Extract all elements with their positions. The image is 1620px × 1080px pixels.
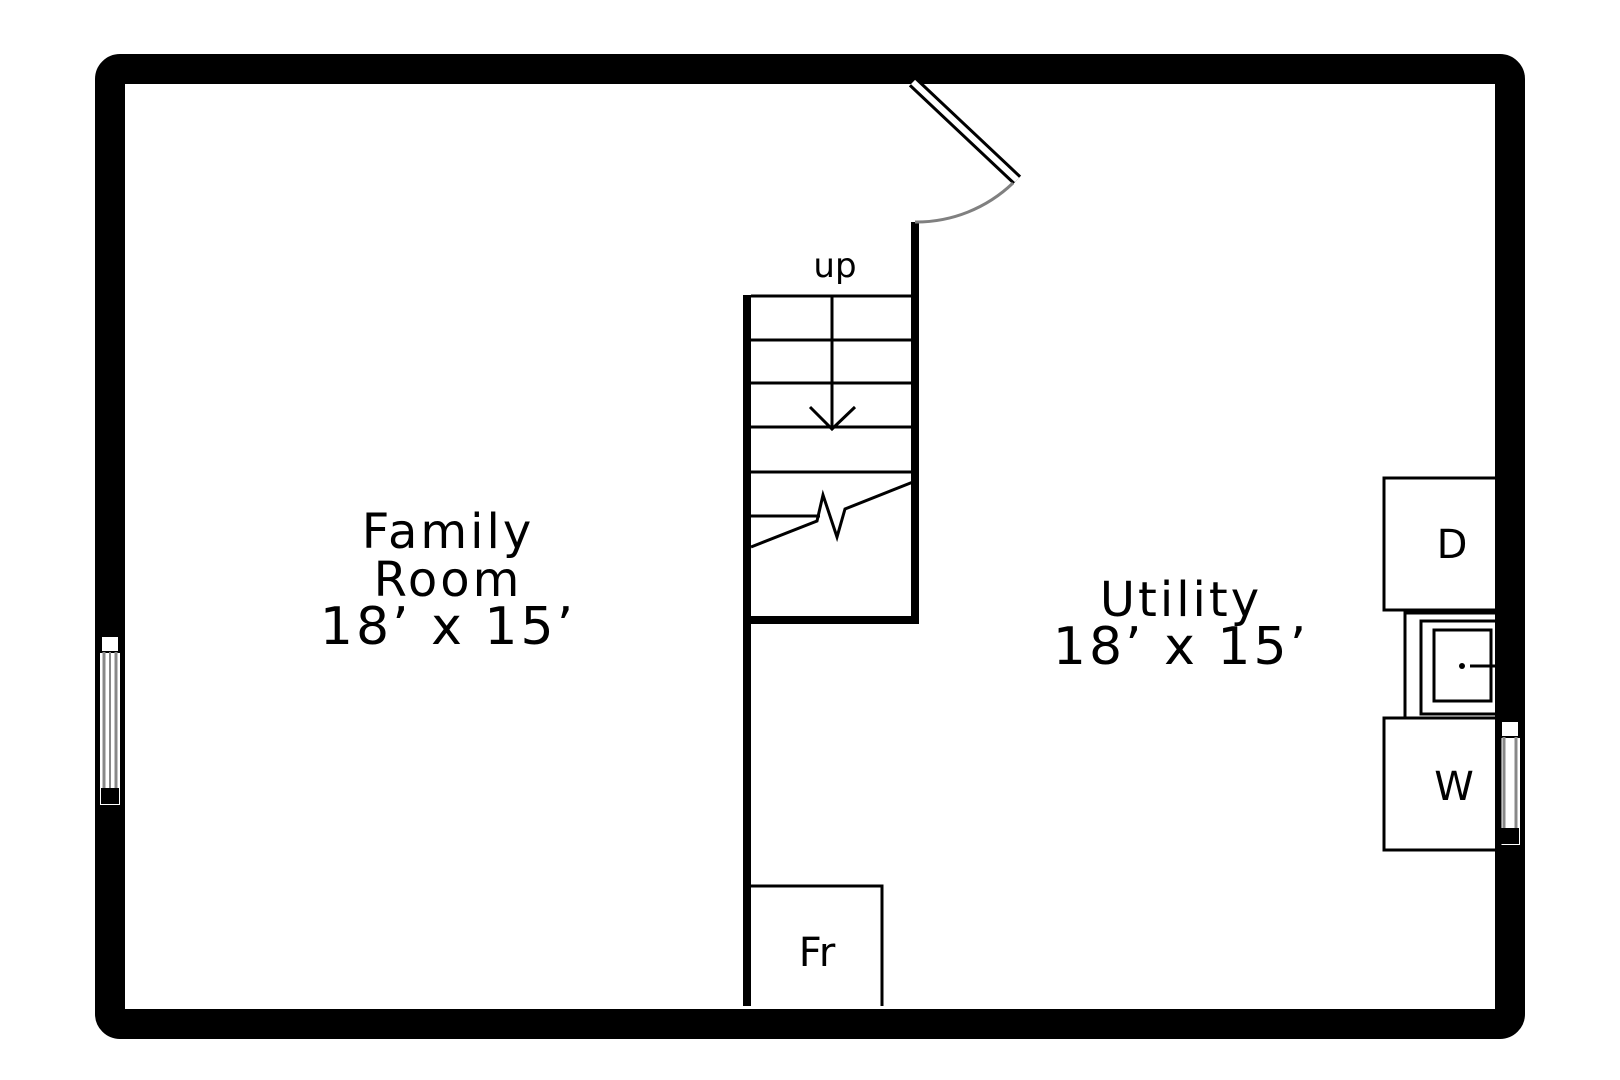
fridge: Fr [751, 884, 884, 1006]
family-room-name-line2: Room [374, 552, 523, 608]
utility-sink [1403, 611, 1502, 720]
fridge-label: Fr [799, 930, 836, 976]
dryer-label: D [1437, 522, 1468, 568]
exterior-wall [95, 54, 1525, 1039]
family-room-name-line1: Family [362, 504, 534, 560]
utility-room-dimensions: 18’ x 15’ [1053, 617, 1309, 677]
utility-room-name: Utility [1100, 572, 1262, 628]
family-room-dimensions: 18’ x 15’ [320, 597, 576, 657]
dryer: D [1382, 476, 1502, 612]
door [908, 77, 1022, 224]
washer-label: W [1434, 764, 1474, 810]
window-left [100, 635, 120, 805]
washer: W [1382, 716, 1502, 852]
family-room: Family Room 18’ x 15’ [320, 504, 576, 657]
staircase: up [750, 246, 919, 624]
stairs-up-label: up [813, 246, 856, 286]
window-right [1500, 720, 1520, 845]
utility-room: Utility 18’ x 15’ [1053, 572, 1309, 677]
